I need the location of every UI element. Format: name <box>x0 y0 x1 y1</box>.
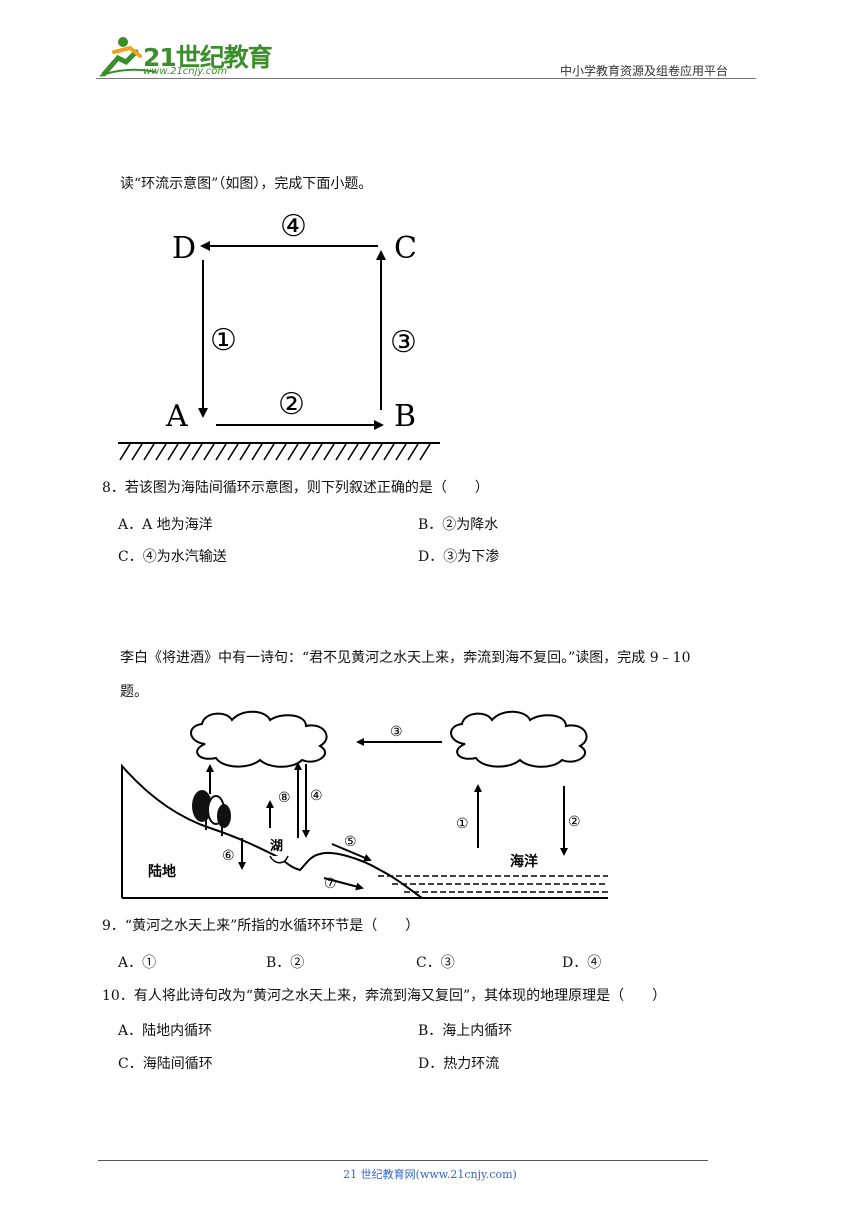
intro-text-2-line2: 题。 <box>120 684 148 700</box>
lake-icon <box>269 855 289 864</box>
label-7: ⑦ <box>324 876 337 892</box>
ground-hatch <box>119 443 431 461</box>
header-divider <box>96 78 756 79</box>
q8-option-b[interactable]: B．②为降水 <box>418 517 499 533</box>
label-5: ⑤ <box>344 834 357 850</box>
q8-option-c[interactable]: C．④为水汽输送 <box>118 549 227 565</box>
q10-option-a[interactable]: A．陆地内循环 <box>118 1023 213 1039</box>
q10-stem: 10．有人将此诗句改为“黄河之水天上来，奔流到海又复回”，其体现的地理原理是（ … <box>102 988 667 1004</box>
label-A: A <box>165 399 188 434</box>
footer-link[interactable]: 21 世纪教育网(www.21cnjy.com) <box>343 1168 517 1181</box>
label-n2: ② <box>278 387 305 422</box>
q8-stem: 8．若该图为海陆间循环示意图，则下列叙述正确的是（ ） <box>102 480 489 496</box>
label-land: 陆地 <box>148 863 176 880</box>
trees-icon <box>192 790 231 836</box>
arrow-7 <box>323 877 364 891</box>
label-4: ④ <box>310 788 323 804</box>
site-logo <box>99 37 157 77</box>
logo-text: 21世纪教育 <box>143 43 273 72</box>
label-n4: ④ <box>280 209 307 244</box>
intro-text-1: 读“环流示意图”（如图），完成下面小题。 <box>120 176 373 192</box>
q9-stem: 9．“黄河之水天上来”所指的水循环环节是（ ） <box>102 918 420 934</box>
q10-option-b[interactable]: B．海上内循环 <box>418 1023 513 1039</box>
intro-text-2-line1: 李白《将进酒》中有一诗句：“君不见黄河之水天上来，奔流到海不复回。”读图，完成 … <box>120 650 691 666</box>
label-8: ⑧ <box>278 790 291 806</box>
cloud-right <box>450 710 588 768</box>
footer-divider <box>98 1160 708 1161</box>
q10-option-d[interactable]: D．热力环流 <box>418 1056 500 1072</box>
label-B: B <box>394 399 416 434</box>
q8-option-d[interactable]: D．③为下渗 <box>418 549 500 565</box>
logo-url: www.21cnjy.com <box>143 66 228 77</box>
q10-option-c[interactable]: C．海陆间循环 <box>118 1056 213 1072</box>
q8-option-a[interactable]: A．A 地为海洋 <box>118 517 213 533</box>
circulation-diagram: D C A B ④ ① ② ③ <box>118 209 440 461</box>
label-6: ⑥ <box>222 848 235 864</box>
label-1: ① <box>456 816 469 832</box>
q9-option-c[interactable]: C．③ <box>416 955 455 971</box>
label-C: C <box>394 231 417 266</box>
label-lake: 湖 <box>270 839 283 854</box>
label-D: D <box>172 231 196 266</box>
label-n3: ③ <box>390 325 417 360</box>
label-3: ③ <box>390 724 403 740</box>
platform-name: 中小学教育资源及组卷应用平台 <box>560 64 729 78</box>
water-cycle-diagram: ③ 湖 陆地 海洋 ⑧ ④ ⑥ ⑤ ⑦ ① ② <box>121 710 608 899</box>
q9-option-b[interactable]: B．② <box>266 955 305 971</box>
cloud-left <box>190 710 328 768</box>
q9-option-d[interactable]: D．④ <box>562 955 602 971</box>
q9-option-a[interactable]: A．① <box>118 955 157 971</box>
terrain-line <box>121 763 423 899</box>
arrow-5 <box>331 843 372 862</box>
label-n1: ① <box>210 323 237 358</box>
label-ocean: 海洋 <box>510 853 538 870</box>
label-2: ② <box>568 814 581 830</box>
